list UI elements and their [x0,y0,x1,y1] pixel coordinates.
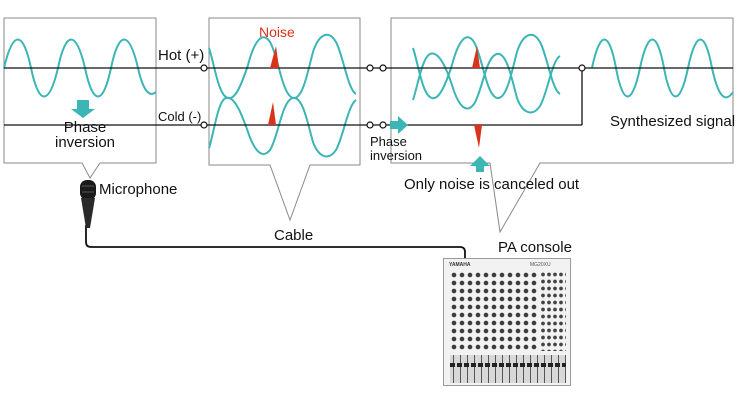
noise-spike-console-cold [474,125,482,148]
noise-spike-cable-hot [270,46,279,68]
pa-console-mixer: YAMAHA MG20XU [443,258,571,386]
synthesized-signal-label: Synthesized signal [610,113,736,130]
hot-label: Hot (+) [158,47,205,64]
noise-canceled-arrow-up [470,156,490,172]
microphone-callout-box [3,17,157,179]
console-inverted-wave [412,52,561,114]
mixer-model-label: MG20XU [530,262,551,268]
cold-junction-2 [366,121,374,129]
mixer-fader-bank [450,355,566,383]
noise-spike-cable-cold [268,102,276,125]
mixer-brand-label: YAMAHA [449,262,471,268]
noise-label: Noise [259,24,295,40]
pa-console-label: PA console [498,239,572,256]
microphone-icon [80,180,96,228]
mixer-fader-caps [450,363,566,367]
hot-junction-3 [379,64,387,72]
mixer-channel-knobs [450,271,538,351]
cable-label: Cable [274,227,314,244]
phase-inversion-label-mic: Phase inversion [55,119,116,151]
phase-inversion-arrow-right [390,116,408,134]
microphone-cable [85,225,466,262]
cold-junction-1 [200,121,208,129]
mixer-master-section [540,271,566,351]
cold-junction-3 [379,121,387,129]
phase-inversion-label-console: Phase inversion [370,134,423,163]
phase-inversion-arrow-down [71,100,95,118]
hot-junction-1 [200,64,208,72]
cable-cold-wave [208,96,357,158]
sum-junction [578,64,586,72]
microphone-label: Microphone [99,181,178,198]
hot-junction-2 [366,64,374,72]
cold-label: Cold (-) [158,109,202,124]
noise-spike-console-hot [472,46,480,68]
noise-canceled-label: Only noise is canceled out [404,176,580,193]
cable-callout-box [208,17,361,222]
